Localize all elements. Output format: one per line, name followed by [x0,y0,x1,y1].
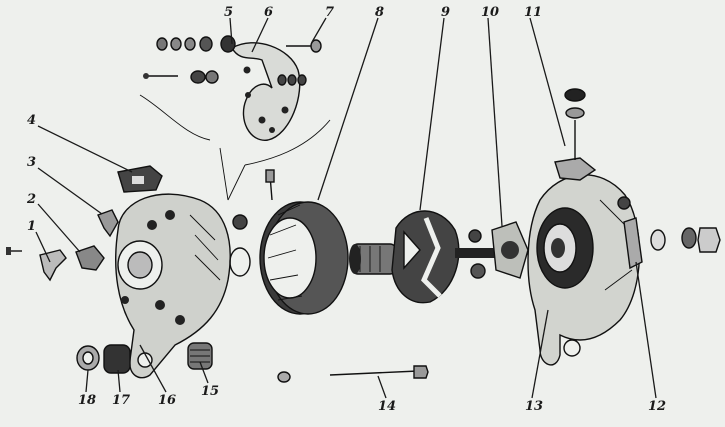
callout-label-2: 2 [26,192,36,207]
through-bolt-part [277,365,429,383]
leader-lines [35,17,657,399]
inset-callout-outline [139,94,331,201]
callout-label-13: 13 [525,399,543,414]
terminal-stud-part [564,88,586,160]
callout-labels: 1 2 3 4 5 6 7 8 9 10 11 12 13 14 15 16 1… [26,5,666,414]
terminal-screw-part [6,247,22,255]
bushing-part [76,342,213,374]
bearing-part [491,221,529,279]
callout-label-7: 7 [325,5,334,20]
rotor-part [349,210,497,304]
callout-label-11: 11 [524,5,542,20]
callout-label-5: 5 [224,5,233,20]
stator-part [259,169,349,315]
washer-stack-part [156,35,236,53]
callout-label-8: 8 [375,5,384,20]
callout-label-15: 15 [201,384,219,399]
callout-label-17: 17 [112,393,130,408]
mounting-plate-part [617,196,643,270]
callout-label-3: 3 [27,155,36,170]
callout-label-1: 1 [27,219,36,234]
rear-housing-part [527,157,641,366]
callout-label-16: 16 [158,393,176,408]
brush-holder-part [117,165,163,193]
rectifier-plate-part [231,42,301,141]
callout-label-14: 14 [378,399,396,414]
callout-label-12: 12 [648,399,666,414]
screw-part [143,39,322,86]
callout-label-10: 10 [481,5,499,20]
clip-part [39,209,119,282]
callout-label-4: 4 [27,113,36,128]
callout-label-9: 9 [441,5,450,20]
o-ring-part [229,214,251,277]
front-housing-part [115,193,231,379]
callout-label-6: 6 [264,5,273,20]
nut-washer-part [650,227,721,253]
callout-label-18: 18 [78,393,96,408]
